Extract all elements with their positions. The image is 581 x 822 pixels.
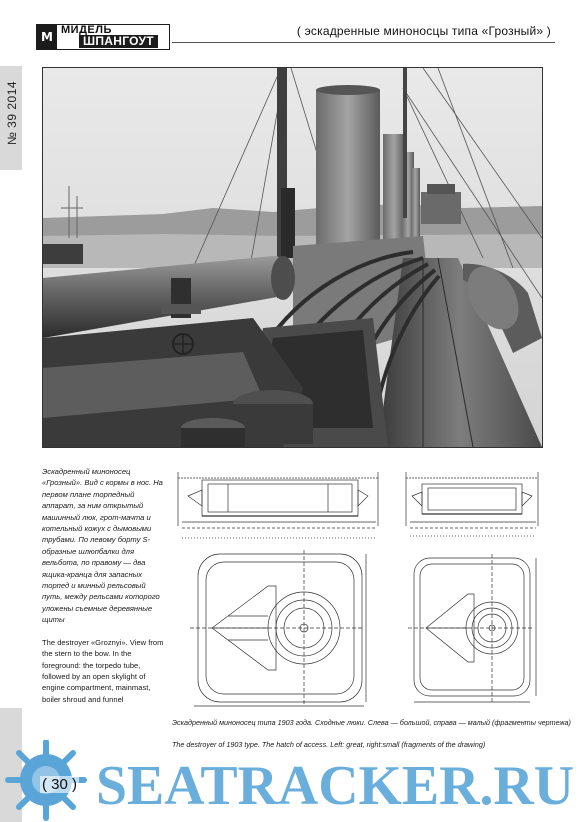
- watermark-text: SEATRACKER.RU: [96, 755, 574, 817]
- logo-mark-icon: M: [37, 25, 57, 49]
- magazine-logo: M МИДЕЛЬ ШПАНГОУТ: [36, 24, 170, 50]
- page-number: ( 30 ): [40, 776, 80, 793]
- side-strip-top: [0, 66, 22, 170]
- logo-bottom-text: ШПАНГОУТ: [79, 35, 158, 48]
- issue-number: № 39 2014: [5, 80, 19, 146]
- page-header: M МИДЕЛЬ ШПАНГОУТ ( эскадренные миноносц…: [0, 0, 581, 52]
- photo-caption: Эскадренный миноносец «Грозный». Вид с к…: [42, 466, 164, 716]
- side-strip-bottom: [0, 708, 22, 822]
- hatch-drawing-illustration: [177, 472, 539, 707]
- photo-caption-ru: Эскадренный миноносец «Грозный». Вид с к…: [42, 467, 163, 625]
- header-rule: [172, 42, 555, 43]
- logo-top-text: МИДЕЛЬ: [61, 24, 112, 36]
- drawing-caption-en: The destroyer of 1903 type. The hatch of…: [172, 740, 486, 749]
- photo-illustration: [43, 68, 542, 447]
- photo-caption-en: The destroyer «Groznyi». View from the s…: [42, 637, 164, 704]
- section-title: ( эскадренные миноносцы типа «Грозный» ): [296, 24, 551, 38]
- drawing-caption-ru: Эскадренный миноносец типа 1903 года. Сх…: [172, 718, 571, 727]
- destroyer-deck-photo: [42, 67, 543, 448]
- seatracker-watermark: SEATRACKER.RU: [5, 740, 574, 821]
- hatch-drawings: [168, 466, 546, 712]
